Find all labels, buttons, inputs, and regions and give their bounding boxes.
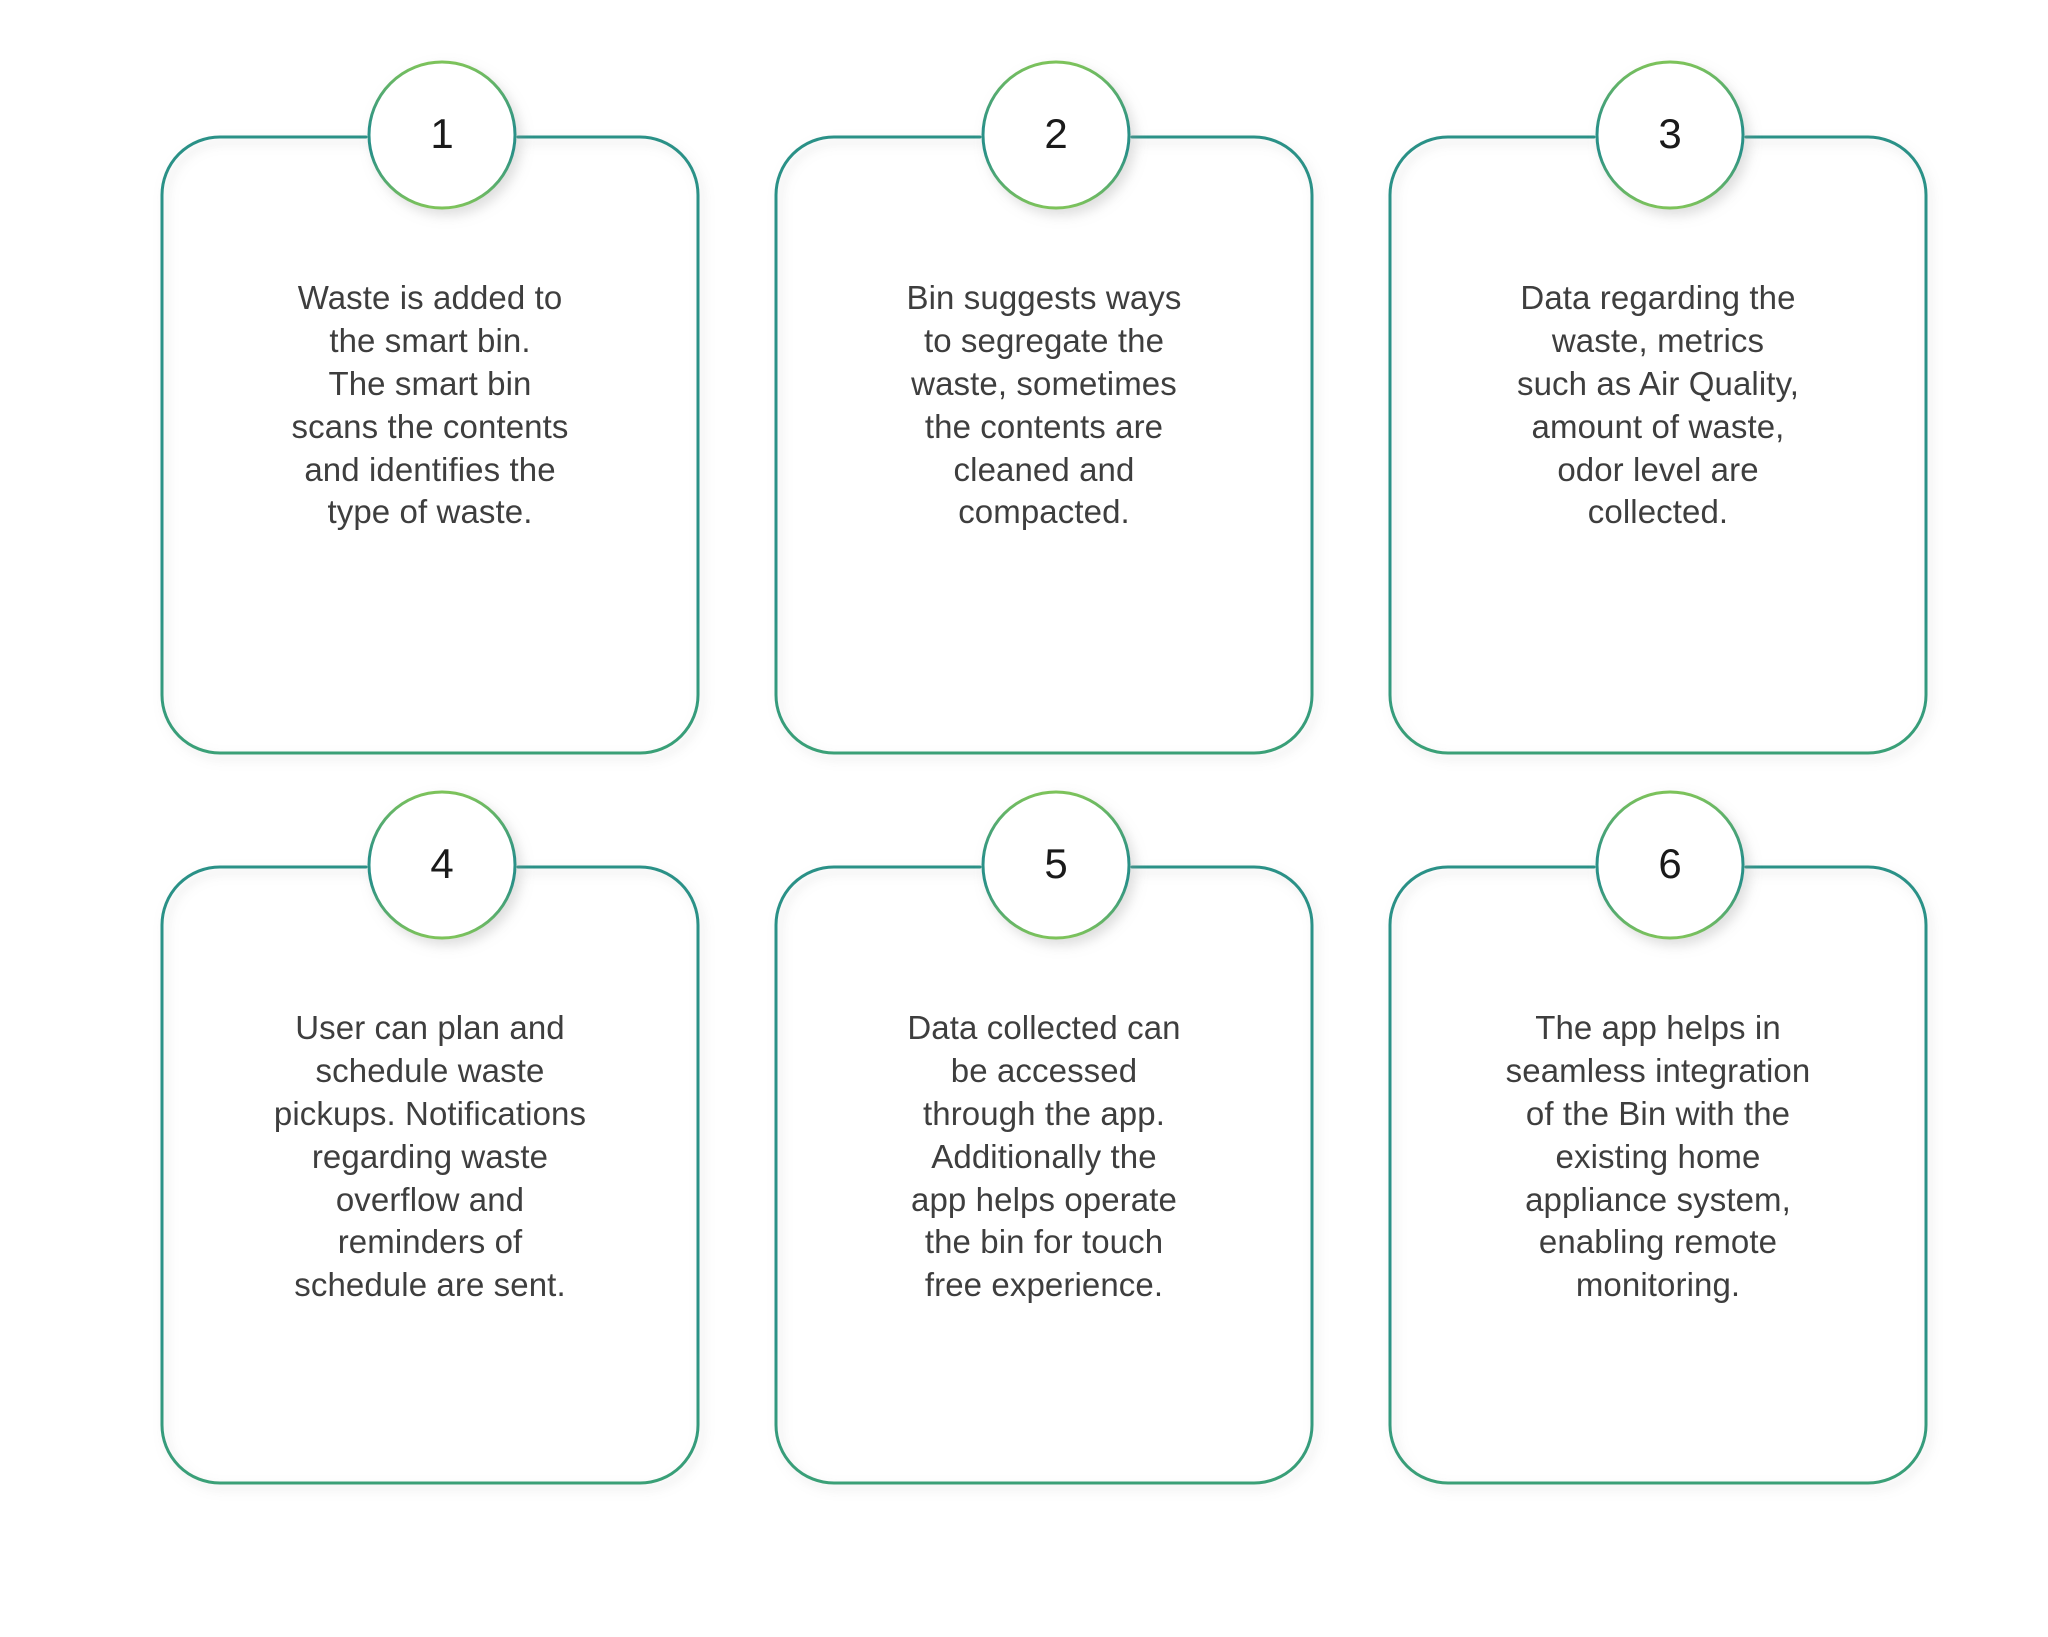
step-card[interactable]: Data collected can be accessed through t… <box>774 790 1314 1485</box>
step-number: 2 <box>1044 109 1068 157</box>
step-description: Data regarding the waste, metrics such a… <box>1516 279 1799 531</box>
step-card[interactable]: Waste is added to the smart bin. The sma… <box>160 60 700 755</box>
step-number-badge[interactable]: 6 <box>1594 789 1746 941</box>
step-number: 6 <box>1658 839 1682 887</box>
step-card[interactable]: User can plan and schedule waste pickups… <box>160 790 700 1485</box>
step-description: The app helps in seamless integration of… <box>1505 1009 1811 1304</box>
step-description: Bin suggests ways to segregate the waste… <box>906 279 1182 531</box>
step-card[interactable]: The app helps in seamless integration of… <box>1388 790 1928 1485</box>
step-description: Waste is added to the smart bin. The sma… <box>291 279 569 531</box>
card-outline <box>774 135 1314 755</box>
step-card-grid: Waste is added to the smart bin. The sma… <box>160 60 1928 1505</box>
card-body: Bin suggests ways to segregate the waste… <box>774 135 1314 755</box>
step-number-badge[interactable]: 1 <box>366 59 518 211</box>
card-outline <box>160 135 700 755</box>
card-body: Data regarding the waste, metrics such a… <box>1388 135 1928 755</box>
step-number: 5 <box>1044 839 1068 887</box>
card-outline <box>1388 135 1928 755</box>
card-outline <box>160 865 700 1485</box>
card-outline <box>1388 865 1928 1485</box>
card-body: Data collected can be accessed through t… <box>774 865 1314 1485</box>
step-number-badge[interactable]: 2 <box>980 59 1132 211</box>
step-card[interactable]: Data regarding the waste, metrics such a… <box>1388 60 1928 755</box>
badge-circle-icon <box>367 790 517 940</box>
card-body: The app helps in seamless integration of… <box>1388 865 1928 1485</box>
step-card[interactable]: Bin suggests ways to segregate the waste… <box>774 60 1314 755</box>
step-number-badge[interactable]: 3 <box>1594 59 1746 211</box>
step-number: 1 <box>430 109 454 157</box>
step-number: 3 <box>1658 109 1682 157</box>
step-number-badge[interactable]: 4 <box>366 789 518 941</box>
badge-circle-icon <box>981 60 1131 210</box>
step-number-badge[interactable]: 5 <box>980 789 1132 941</box>
badge-circle-icon <box>367 60 517 210</box>
card-outline <box>774 865 1314 1485</box>
step-description: User can plan and schedule waste pickups… <box>273 1009 587 1304</box>
card-body: Waste is added to the smart bin. The sma… <box>160 135 700 755</box>
step-description: Data collected can be accessed through t… <box>907 1009 1181 1304</box>
badge-circle-icon <box>1595 60 1745 210</box>
step-number: 4 <box>430 839 454 887</box>
badge-circle-icon <box>981 790 1131 940</box>
badge-circle-icon <box>1595 790 1745 940</box>
card-body: User can plan and schedule waste pickups… <box>160 865 700 1485</box>
